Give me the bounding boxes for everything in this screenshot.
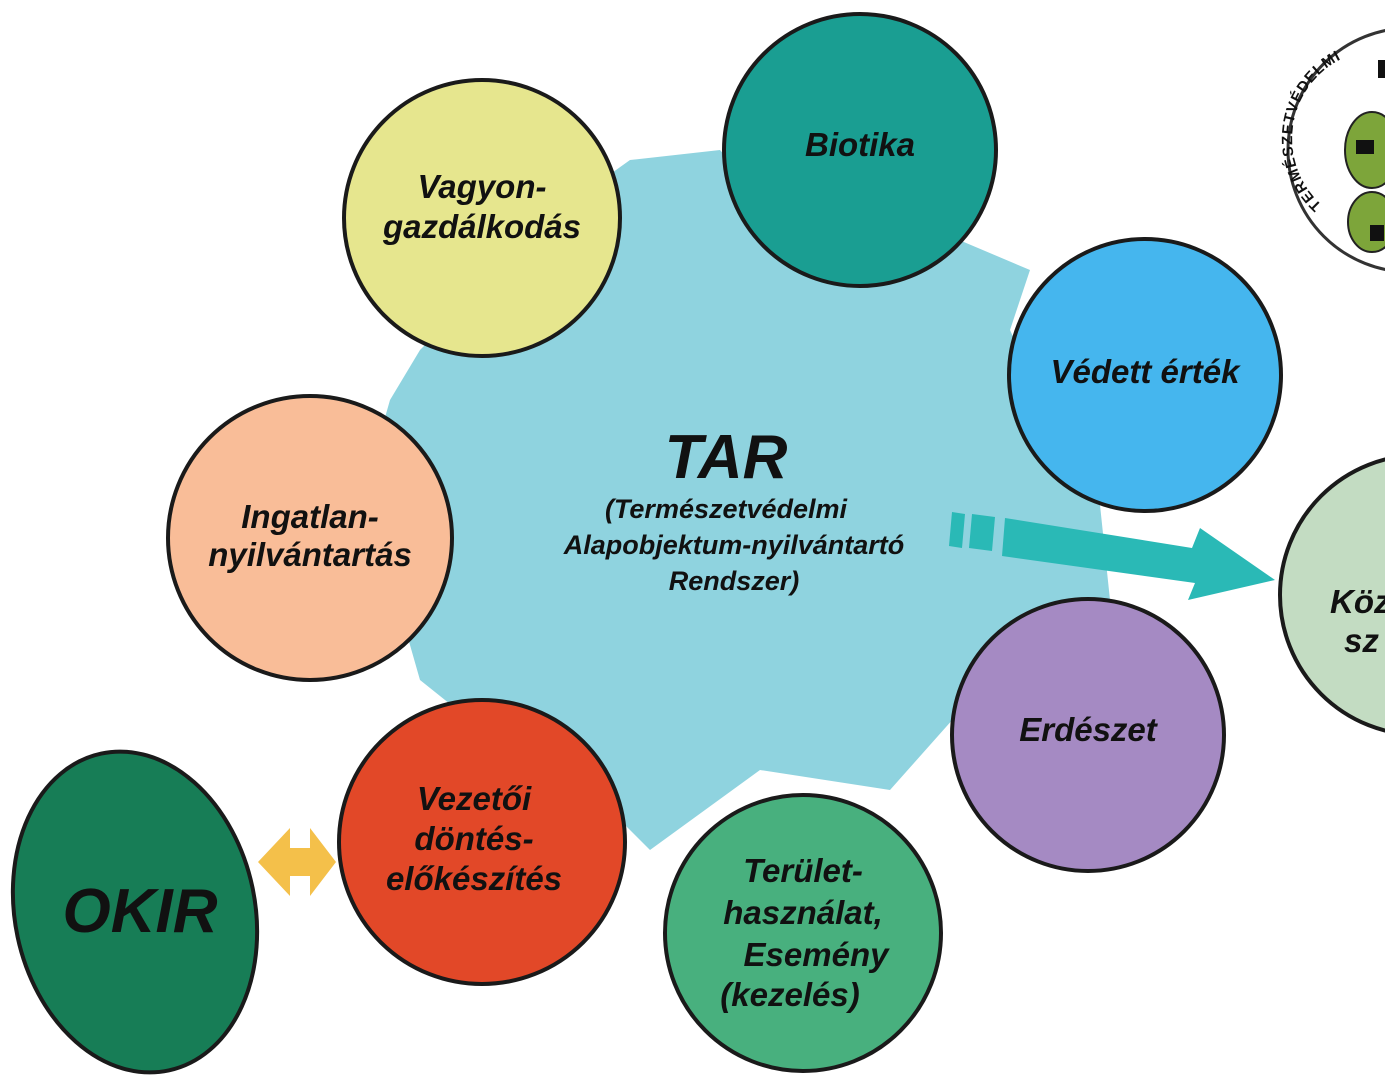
- node-erdeszet-circle: [950, 597, 1226, 873]
- teal-arrow: [949, 512, 1275, 600]
- teal-arrow-dash-2: [969, 514, 995, 551]
- node-terulet-label-2: használat,: [723, 894, 883, 931]
- node-biotika-circle: [722, 12, 998, 288]
- tar-title: TAR: [665, 423, 788, 492]
- node-vezetoi-label-2: döntés-: [414, 820, 533, 857]
- node-ingatlan-label-2: nyilvántartás: [208, 536, 412, 573]
- node-vedett-ertek-circle: [1007, 237, 1283, 513]
- node-terulet-label-4: (kezelés): [720, 976, 859, 1013]
- node-erdeszet-label: Erdészet: [1019, 711, 1159, 748]
- node-ingatlan-label-1: Ingatlan-: [241, 498, 379, 535]
- node-vagyongazdalkodas-circle: [342, 78, 622, 358]
- node-biotika-label: Biotika: [805, 126, 915, 163]
- node-terulet-label-3: Esemény: [744, 936, 891, 973]
- node-vagyongazdalkodas-label-2: gazdálkodás: [382, 208, 581, 245]
- node-koz: Köz sz: [1278, 457, 1385, 733]
- node-terulet-circle: [663, 793, 943, 1073]
- teal-arrow-dash-1: [949, 512, 965, 548]
- node-okir: OKIR: [10, 749, 260, 1075]
- node-ingatlan: Ingatlan- nyilvántartás: [166, 394, 454, 682]
- tar-subtitle-2: Alapobjektum-nyilvántartó: [563, 530, 905, 560]
- yellow-arrow-shape: [258, 828, 336, 896]
- logo-mark-3: [1378, 60, 1385, 78]
- node-vagyongazdalkodas-label-1: Vagyon-: [418, 168, 547, 205]
- node-vezetoi-label-1: Vezetői: [417, 780, 532, 817]
- node-vagyongazdalkodas: Vagyon- gazdálkodás: [342, 78, 622, 358]
- node-koz-label-2: sz: [1344, 622, 1379, 659]
- node-vedett-ertek: Védett érték: [1007, 237, 1283, 513]
- node-biotika: Biotika: [722, 12, 998, 288]
- logo-mark-1: [1356, 140, 1374, 154]
- logo-seal: TERMÉSZETVÉDELMI: [1279, 29, 1385, 271]
- tar-subtitle-3: Rendszer): [669, 566, 800, 596]
- node-vezetoi-label-3: előkészítés: [386, 860, 562, 897]
- node-ingatlan-circle: [166, 394, 454, 682]
- node-vedett-ertek-label: Védett érték: [1051, 353, 1242, 390]
- node-okir-ellipse: [10, 749, 260, 1075]
- node-vezetoi: Vezetői döntés- előkészítés: [337, 698, 627, 986]
- node-terulet-label-1: Terület-: [743, 852, 863, 889]
- tar-subtitle-1: (Természetvédelmi: [605, 494, 848, 524]
- teal-arrow-body: [1002, 518, 1275, 600]
- node-koz-label-1: Köz: [1330, 583, 1385, 620]
- node-erdeszet: Erdészet: [950, 597, 1226, 873]
- yellow-double-arrow: [258, 828, 336, 896]
- node-terulet: Terület- használat, Esemény (kezelés): [663, 793, 943, 1073]
- logo-mark-2: [1370, 225, 1384, 241]
- tar-center-text: TAR (Természetvédelmi Alapobjektum-nyilv…: [563, 423, 905, 596]
- node-vezetoi-circle: [337, 698, 627, 986]
- node-okir-label: OKIR: [63, 877, 218, 946]
- node-koz-circle: [1278, 457, 1385, 733]
